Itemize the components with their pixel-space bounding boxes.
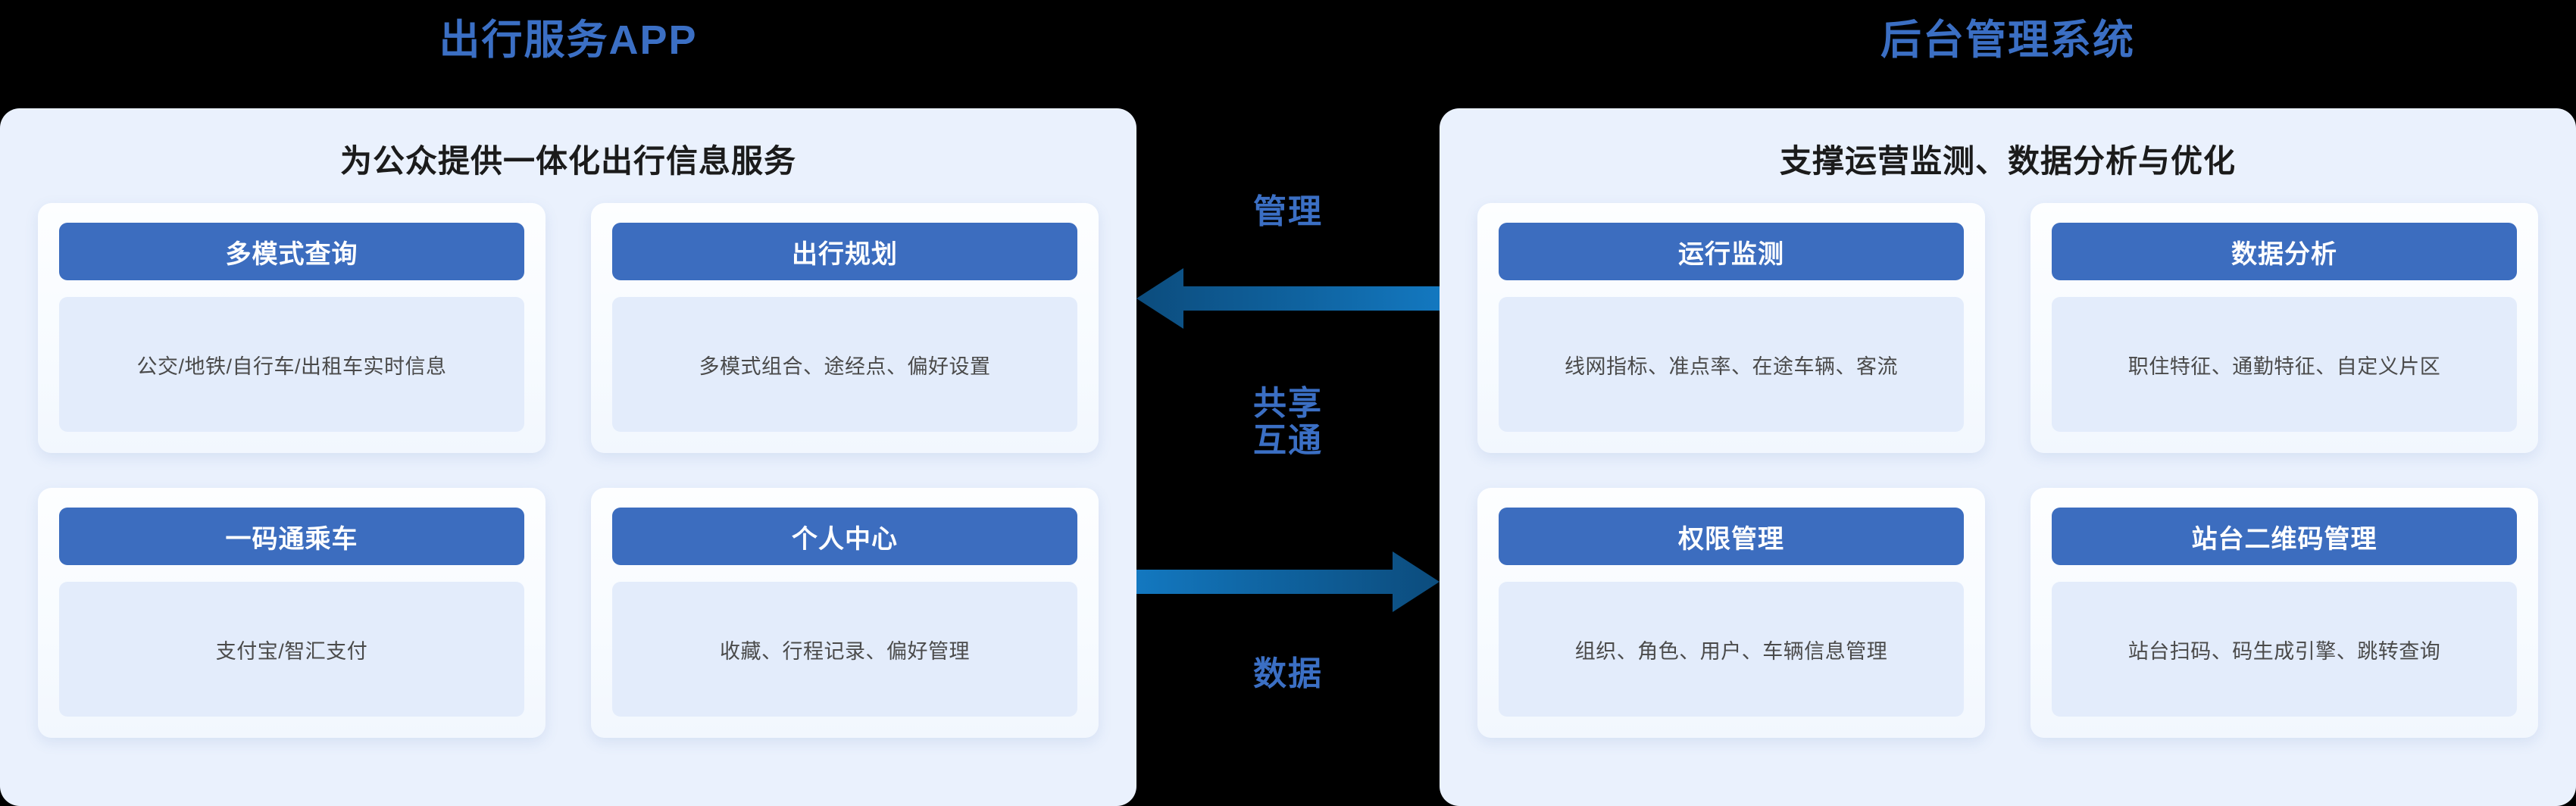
left-card-grid: 多模式查询 公交/地铁/自行车/出租车实时信息 出行规划 多模式组合、途经点、偏… <box>38 203 1099 806</box>
card-header-label: 权限管理 <box>1499 508 1964 565</box>
arrow-right-icon <box>1136 550 1440 614</box>
card-body-label: 公交/地铁/自行车/出租车实时信息 <box>59 297 524 432</box>
connector-label-data: 数据 <box>1253 655 1323 692</box>
card-quanxian-guanli[interactable]: 权限管理 组织、角色、用户、车辆信息管理 <box>1477 488 1985 738</box>
left-column-title: 出行服务APP <box>439 17 698 63</box>
card-zhantai-erweima-guanli[interactable]: 站台二维码管理 站台扫码、码生成引擎、跳转查询 <box>2030 488 2538 738</box>
left-panel-subtitle: 为公众提供一体化出行信息服务 <box>339 143 796 179</box>
right-card-grid: 运行监测 线网指标、准点率、在途车辆、客流 数据分析 职住特征、通勤特征、自定义… <box>1477 203 2538 806</box>
card-header-label: 一码通乘车 <box>59 508 524 565</box>
card-header-label: 多模式查询 <box>59 223 524 280</box>
card-body-label: 线网指标、准点率、在途车辆、客流 <box>1499 297 1964 432</box>
card-header-label: 出行规划 <box>612 223 1077 280</box>
arrow-left-icon <box>1136 267 1440 330</box>
card-yunxing-jiance[interactable]: 运行监测 线网指标、准点率、在途车辆、客流 <box>1477 203 1985 453</box>
card-body-label: 站台扫码、码生成引擎、跳转查询 <box>2052 582 2517 717</box>
card-yimatong-chengche[interactable]: 一码通乘车 支付宝/智汇支付 <box>38 488 546 738</box>
right-panel: 支撑运营监测、数据分析与优化 运行监测 线网指标、准点率、在途车辆、客流 数据分… <box>1440 108 2576 806</box>
card-header-label: 运行监测 <box>1499 223 1964 280</box>
card-duomoshi-chaxun[interactable]: 多模式查询 公交/地铁/自行车/出租车实时信息 <box>38 203 546 453</box>
card-header-label: 站台二维码管理 <box>2052 508 2517 565</box>
card-chuxing-guihua[interactable]: 出行规划 多模式组合、途经点、偏好设置 <box>591 203 1099 453</box>
arrow-left-svg <box>1136 268 1440 329</box>
connector-label-share-line1: 共享 <box>1253 385 1323 422</box>
connector-label-manage: 管理 <box>1253 193 1323 230</box>
card-body-label: 收藏、行程记录、偏好管理 <box>612 582 1077 717</box>
card-body-label: 支付宝/智汇支付 <box>59 582 524 717</box>
right-panel-subtitle: 支撑运营监测、数据分析与优化 <box>1779 143 2236 179</box>
card-body-label: 多模式组合、途经点、偏好设置 <box>612 297 1077 432</box>
card-geren-zhongxin[interactable]: 个人中心 收藏、行程记录、偏好管理 <box>591 488 1099 738</box>
center-connector: 管理 共享 互通 <box>1136 0 1440 806</box>
right-column-title: 后台管理系统 <box>1880 17 2135 63</box>
card-body-label: 组织、角色、用户、车辆信息管理 <box>1499 582 1964 717</box>
arrow-right-svg <box>1136 551 1440 612</box>
card-header-label: 个人中心 <box>612 508 1077 565</box>
card-body-label: 职住特征、通勤特征、自定义片区 <box>2052 297 2517 432</box>
card-shuju-fenxi[interactable]: 数据分析 职住特征、通勤特征、自定义片区 <box>2030 203 2538 453</box>
connector-label-share-line2: 互通 <box>1253 422 1323 460</box>
left-panel: 为公众提供一体化出行信息服务 多模式查询 公交/地铁/自行车/出租车实时信息 出… <box>0 108 1136 806</box>
card-header-label: 数据分析 <box>2052 223 2517 280</box>
connector-label-share: 共享 互通 <box>1136 385 1440 460</box>
